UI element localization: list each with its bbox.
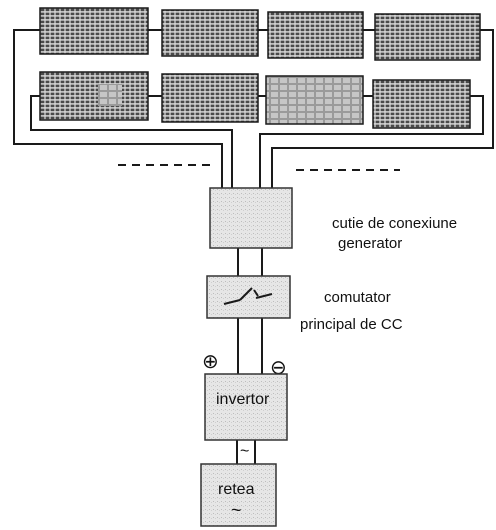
- grid-ac-tilde-icon: ~: [231, 500, 242, 520]
- additional-strings-dashes: [118, 164, 400, 171]
- solar-panel: [39, 7, 149, 55]
- junction-box-label-line2: generator: [338, 235, 402, 252]
- inverter-box: [204, 373, 288, 441]
- junction-box-label-line1: cutie de conexiune: [332, 215, 457, 232]
- solar-panel: [267, 11, 364, 59]
- string-wire-right-outer: [271, 29, 494, 188]
- grid-label: retea: [218, 481, 255, 498]
- solar-panel: [372, 79, 471, 129]
- string-wire-right-inner: [259, 95, 484, 188]
- dc-switch-label-line2: principal de CC: [300, 316, 403, 333]
- string-wire-left-outer: [13, 29, 223, 188]
- solar-panel: [161, 9, 259, 57]
- dc-switch-label-line1: comutator: [324, 289, 391, 306]
- solar-panel: [39, 71, 149, 121]
- ac-link-tilde-icon: ~: [240, 443, 249, 460]
- solar-panel-highlight: [98, 84, 122, 106]
- solar-panel-row-2: [39, 71, 471, 129]
- junction-box: [209, 187, 293, 249]
- trunk-wiring: [236, 248, 263, 464]
- switch-icon: [223, 287, 273, 305]
- plus-polarity-icon: ⊕: [202, 351, 219, 373]
- array-wiring: [13, 29, 494, 188]
- dc-switch-box: [206, 275, 291, 319]
- solar-panel: [374, 13, 481, 61]
- inverter-label: invertor: [216, 391, 270, 408]
- string-wire-left-inner: [30, 95, 233, 188]
- grid-box: [200, 463, 277, 527]
- solar-panel: [161, 73, 259, 123]
- solar-panel-shaded: [265, 75, 364, 125]
- solar-panel-row-1: [39, 7, 481, 61]
